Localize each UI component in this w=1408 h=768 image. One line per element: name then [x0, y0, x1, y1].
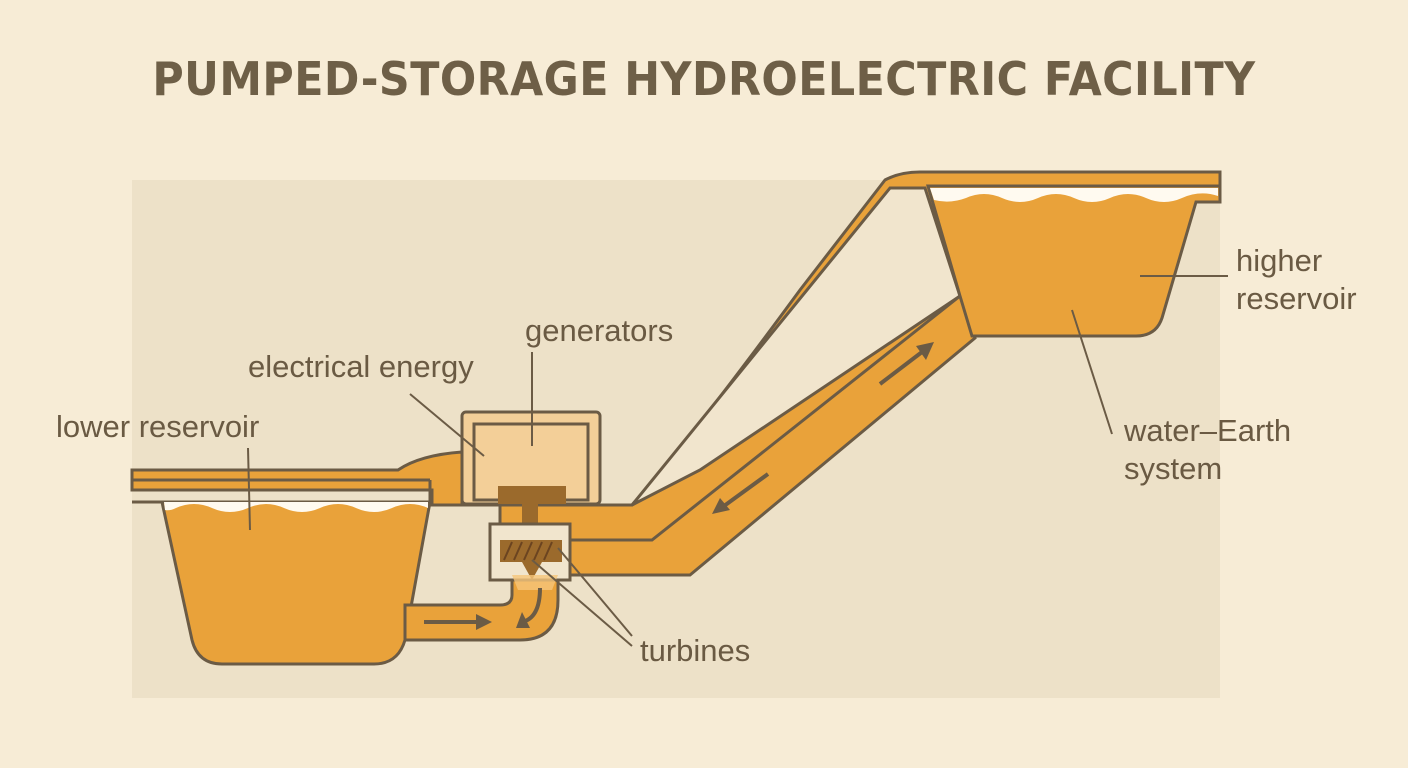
label-water-earth-line1: water–Earth [1124, 413, 1292, 448]
label-lower-reservoir: lower reservoir [56, 409, 260, 444]
leader-turbines-1 [557, 547, 633, 637]
lower-reservoir-basin [160, 500, 432, 666]
leader-turbines-2 [531, 559, 633, 647]
label-electrical-energy: electrical energy [248, 349, 474, 384]
higher-reservoir-surface [930, 188, 1218, 202]
label-higher-reservoir-line2: reservoir [1236, 281, 1357, 316]
label-generators: generators [525, 313, 674, 348]
diagram-title: PUMPED-STORAGE HYDROELECTRIC FACILITY [152, 52, 1256, 106]
turbine-outlet [522, 562, 542, 580]
embankment [630, 186, 962, 507]
leader-water-earth [1071, 309, 1113, 435]
generator-base [498, 486, 566, 504]
leader-lines [247, 275, 1228, 647]
label-higher-reservoir-line1: higher [1236, 243, 1323, 278]
arrow-penstock-up [878, 350, 924, 386]
leader-lower-reservoir [247, 447, 251, 531]
label-turbines: turbines [640, 633, 751, 668]
label-water-earth-line2: system [1124, 451, 1223, 486]
lower-reservoir-surface [164, 502, 428, 512]
turbine-flow-glow [512, 575, 558, 590]
leader-electrical-energy [409, 393, 485, 457]
turbine-blades [503, 541, 553, 561]
higher-reservoir-basin [926, 184, 1222, 338]
flow-arrows [424, 342, 934, 630]
lower-reservoir-rim [132, 480, 432, 504]
arrow-penstock-down [722, 472, 770, 508]
